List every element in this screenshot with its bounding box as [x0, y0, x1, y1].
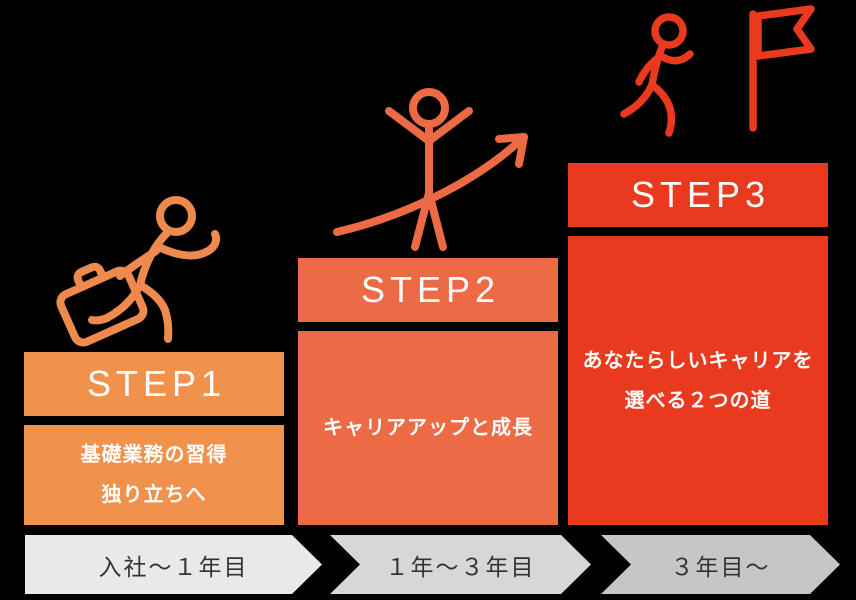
goal-flag-runner-icon [612, 4, 817, 159]
step3-body: あなたらしいキャリアを 選べる２つの道 [568, 236, 828, 525]
timeline-segment-2: １年〜３年目 [330, 535, 591, 594]
step2-line: キャリアアップと成長 [323, 417, 533, 439]
step2-body: キャリアアップと成長 [298, 331, 558, 525]
timeline-segment-1: 入社〜１年目 [25, 535, 322, 594]
step1-body: 基礎業務の習得 独り立ちへ [24, 425, 284, 525]
step3-line: 選べる２つの道 [624, 389, 772, 412]
period-label-3: ３年目〜 [670, 553, 771, 580]
step2-header: STEP2 [298, 258, 558, 322]
step3-header: STEP3 [568, 163, 828, 227]
step3-label: STEP3 [630, 174, 771, 215]
step1-header: STEP1 [24, 352, 284, 416]
step1-line: 基礎業務の習得 [80, 444, 228, 466]
briefcase-runner-icon [55, 193, 240, 351]
step1-line: 独り立ちへ [101, 484, 207, 506]
period-label-2: １年〜３年目 [385, 553, 536, 580]
period-label-1: 入社〜１年目 [98, 553, 249, 580]
step1-label: STEP1 [86, 363, 227, 404]
step3-line: あなたらしいキャリアを [582, 349, 814, 372]
step2-label: STEP2 [360, 269, 501, 310]
growth-arrow-person-icon [323, 85, 548, 255]
timeline-segment-3: ３年目〜 [601, 535, 840, 594]
